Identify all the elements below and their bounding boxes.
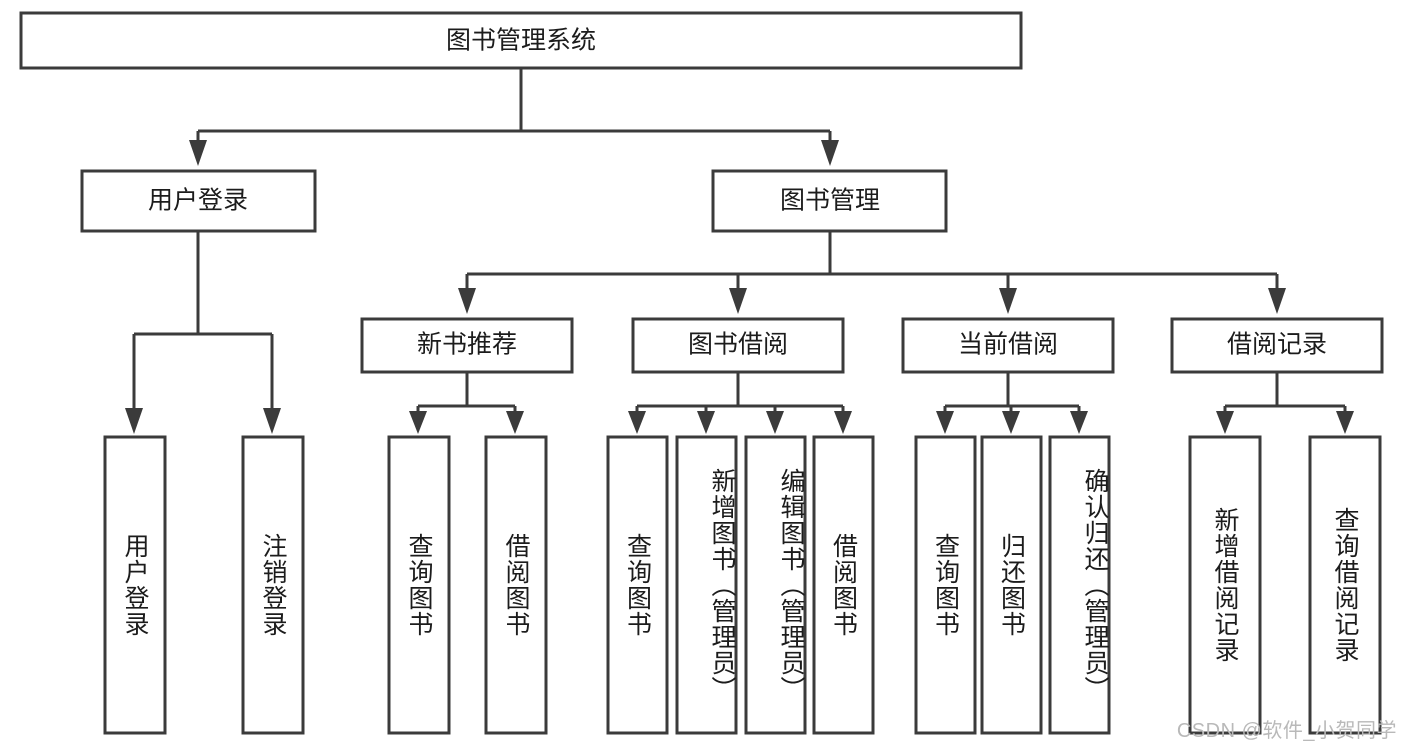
arrow-head-icon — [506, 411, 524, 434]
connector-borrow-record-to-leaves — [1216, 372, 1354, 434]
node-current-borrow[interactable]: 当前借阅 — [901, 317, 1115, 374]
node-new-book-recommend-label: 新书推荐 — [417, 331, 517, 359]
node-root-box[interactable] — [19, 11, 1023, 70]
leaf-box-add-record[interactable] — [1188, 435, 1262, 735]
node-new-book-recommend-box[interactable] — [360, 317, 574, 374]
arrow-head-icon — [999, 288, 1017, 314]
leaf-box-query-book-2[interactable] — [606, 435, 669, 735]
node-new-book-recommend[interactable]: 新书推荐 — [360, 317, 574, 374]
node-borrow-record-label: 借阅记录 — [1227, 331, 1327, 359]
watermark-text: CSDN @软件_小贺同学 — [1176, 720, 1397, 742]
arrow-head-icon — [1002, 411, 1020, 434]
node-root-label: 图书管理系统 — [446, 27, 596, 55]
arrow-head-icon — [729, 288, 747, 314]
arrow-head-icon — [834, 411, 852, 434]
arrow-head-icon — [1336, 411, 1354, 434]
leaf-box-logout-login[interactable] — [241, 435, 305, 735]
node-book-borrow[interactable]: 图书借阅 — [631, 317, 845, 374]
leaf-box-add-book[interactable] — [675, 435, 738, 735]
leaf-box-edit-book[interactable] — [744, 435, 807, 735]
arrow-head-icon — [125, 408, 143, 434]
leaf-box-borrow-book-2[interactable] — [812, 435, 875, 735]
leaf-box-query-record[interactable] — [1308, 435, 1382, 735]
arrow-head-icon — [409, 411, 427, 434]
arrow-head-icon — [936, 411, 954, 434]
arrow-head-icon — [263, 408, 281, 434]
connector-user-login-to-leaves — [125, 231, 281, 434]
arrow-head-icon — [697, 411, 715, 434]
node-root[interactable]: 图书管理系统 — [19, 11, 1023, 70]
connector-book-borrow-to-leaves — [628, 372, 852, 434]
arrow-head-icon — [766, 411, 784, 434]
node-current-borrow-box[interactable] — [901, 317, 1115, 374]
node-user-login-label: 用户登录 — [148, 187, 248, 215]
connector-book-management-to-level3 — [458, 231, 1286, 314]
leaf-box-query-book-3[interactable] — [914, 435, 977, 735]
node-current-borrow-label: 当前借阅 — [958, 331, 1058, 359]
connector-root-to-level2 — [189, 68, 839, 166]
leaf-box-query-book-1[interactable] — [387, 435, 451, 735]
node-book-borrow-label: 图书借阅 — [688, 331, 788, 359]
connector-new-book-recommend-to-leaves — [409, 372, 524, 434]
arrow-head-icon — [1216, 411, 1234, 434]
leaf-box-borrow-book-1[interactable] — [484, 435, 548, 735]
node-user-login[interactable]: 用户登录 — [80, 169, 317, 233]
arrow-head-icon — [821, 140, 839, 166]
node-user-login-box[interactable] — [80, 169, 317, 233]
node-book-management[interactable]: 图书管理 — [711, 169, 948, 233]
arrow-head-icon — [628, 411, 646, 434]
arrow-head-icon — [189, 140, 207, 166]
leaf-box-user-login[interactable] — [103, 435, 167, 735]
connector-current-borrow-to-leaves — [936, 372, 1088, 434]
leaf-box-return-book[interactable] — [980, 435, 1043, 735]
node-book-management-label: 图书管理 — [780, 187, 880, 215]
arrow-head-icon — [1268, 288, 1286, 314]
node-borrow-record[interactable]: 借阅记录 — [1170, 317, 1384, 374]
arrow-head-icon — [1070, 411, 1088, 434]
leaf-box-confirm-return[interactable] — [1048, 435, 1111, 735]
arrow-head-icon — [458, 288, 476, 314]
